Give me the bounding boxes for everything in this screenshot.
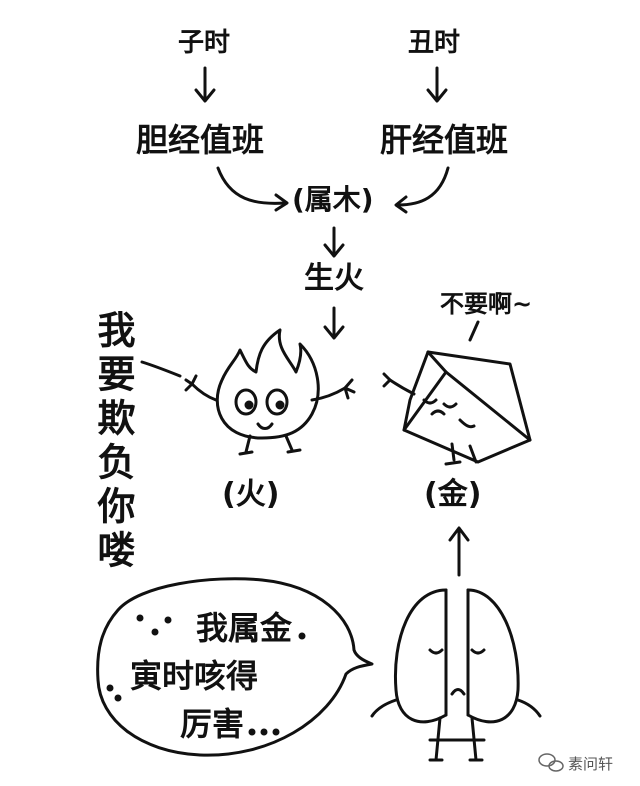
lungs-character bbox=[370, 588, 542, 762]
fire-label: (火) bbox=[222, 477, 280, 512]
bubble-line-3: 厉害 bbox=[180, 705, 245, 743]
produces-fire-label: 生火 bbox=[304, 261, 364, 296]
belongs-wood-label: (属木) bbox=[292, 183, 374, 216]
zi-shi-label: 子时 bbox=[178, 28, 231, 58]
speech-bubble bbox=[96, 577, 374, 757]
speech-line bbox=[140, 360, 182, 378]
curved-arrow-icon bbox=[394, 166, 450, 214]
arrow-down-icon bbox=[194, 66, 216, 103]
bubble-line-2: 寅时咳得 bbox=[130, 657, 259, 695]
wechat-icon bbox=[538, 753, 564, 772]
speech-line bbox=[468, 320, 480, 342]
metal-ingot-character bbox=[382, 350, 532, 466]
chou-shi-label: 丑时 bbox=[408, 28, 461, 58]
arrow-down-icon bbox=[323, 306, 345, 340]
arrow-up-icon bbox=[448, 526, 470, 577]
metal-speech-text: 不要啊~ bbox=[440, 290, 533, 318]
watermark-text: 素问轩 bbox=[568, 755, 614, 773]
gallbladder-meridian-label: 胆经值班 bbox=[136, 121, 265, 159]
fire-speech-text: 我要欺负你喽 bbox=[91, 310, 135, 574]
bubble-line-1: 我属金 bbox=[196, 609, 293, 647]
arrow-down-icon bbox=[323, 226, 345, 258]
liver-meridian-label: 肝经值班 bbox=[380, 121, 509, 159]
curved-arrow-icon bbox=[216, 166, 289, 212]
fire-character bbox=[184, 328, 356, 456]
metal-label: (金) bbox=[424, 477, 482, 512]
arrow-down-icon bbox=[426, 66, 448, 103]
